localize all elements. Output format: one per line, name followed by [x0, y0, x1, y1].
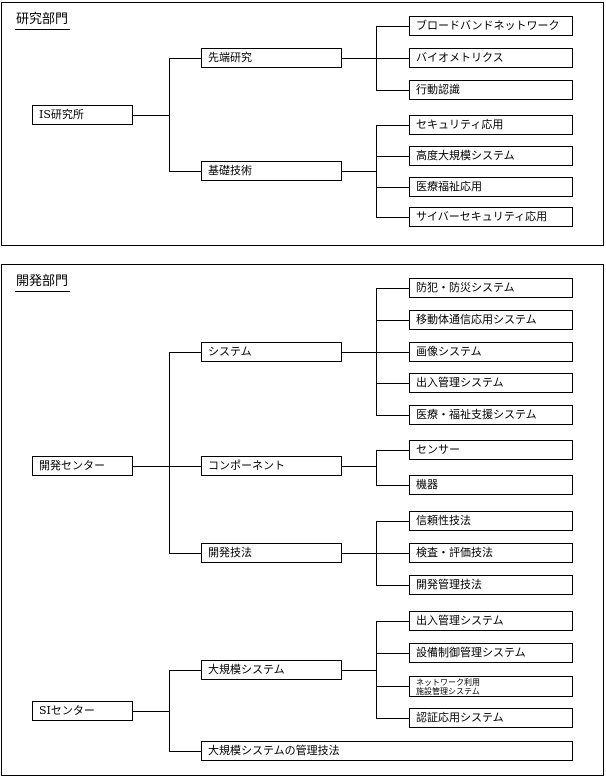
connector-line [376, 125, 409, 126]
leaf-node: ブロードバンドネットワーク [409, 16, 573, 36]
connector-line [376, 352, 409, 353]
development-division-title: 開発部門 [15, 274, 71, 292]
leaf-node: 設備制御管理システム [409, 643, 573, 663]
connector-line [376, 653, 409, 654]
connector-line [169, 352, 170, 553]
connector-line [376, 553, 409, 554]
group-node-basic-technology: 基礎技術 [201, 161, 342, 181]
connector-line [376, 320, 409, 321]
connector-line [169, 58, 170, 171]
connector-line [376, 621, 377, 718]
leaf-node: 高度大規模システム [409, 146, 573, 166]
connector-line [376, 383, 409, 384]
connector-line [169, 670, 170, 751]
leaf-node: 防犯・防災システム [409, 278, 573, 298]
leaf-node-line: 施設管理システム [416, 686, 480, 696]
connector-line [376, 187, 409, 188]
connector-line [169, 58, 201, 59]
leaf-node: 開発管理技法 [409, 575, 573, 595]
leaf-node: センサー [409, 440, 573, 460]
connector-line [376, 217, 409, 218]
leaf-node-two-line-text: ネットワーク利用施設管理システム [416, 678, 480, 696]
connector-line [376, 485, 409, 486]
connector-line [376, 156, 409, 157]
leaf-node: 移動体通信応用システム [409, 310, 573, 330]
connector-line [133, 711, 169, 712]
connector-line [376, 718, 409, 719]
group-node-component: コンポーネント [201, 456, 342, 476]
connector-line [342, 670, 376, 671]
connector-line [169, 670, 201, 671]
connector-line [342, 58, 376, 59]
connector-line [376, 90, 409, 91]
leaf-node: サイバーセキュリティ応用 [409, 207, 573, 227]
group-node-large-system-mgmt: 大規模システムの管理技法 [201, 741, 573, 761]
connector-line [376, 521, 409, 522]
connector-line [376, 686, 409, 687]
connector-line [169, 466, 201, 467]
leaf-node: 行動認識 [409, 80, 573, 100]
connector-line [342, 352, 376, 353]
leaf-node: 認証応用システム [409, 708, 573, 728]
connector-line [376, 125, 377, 217]
connector-line [376, 288, 377, 415]
group-node-large-system: 大規模システム [201, 660, 342, 680]
connector-line [342, 553, 376, 554]
group-node-system: システム [201, 342, 342, 362]
leaf-node: 検査・評価技法 [409, 543, 573, 563]
leaf-node: 機器 [409, 475, 573, 495]
group-node-dev-methods: 開発技法 [201, 543, 342, 563]
research-division-title: 研究部門 [15, 12, 71, 30]
connector-line [376, 288, 409, 289]
connector-line [342, 466, 376, 467]
connector-line [376, 415, 409, 416]
connector-line [376, 26, 409, 27]
leaf-node: 医療・福祉支援システム [409, 405, 573, 425]
leaf-node-two-line: ネットワーク利用施設管理システム [409, 676, 573, 697]
connector-line [169, 751, 201, 752]
connector-line [376, 58, 409, 59]
connector-line [169, 171, 201, 172]
connector-line [169, 352, 201, 353]
connector-line [376, 621, 409, 622]
root-node-dev-center: 開発センター [32, 456, 133, 476]
root-node-si-center: SIセンター [32, 701, 133, 721]
connector-line [376, 450, 409, 451]
connector-line [133, 115, 169, 116]
leaf-node: 画像システム [409, 342, 573, 362]
group-node-advanced-research: 先端研究 [201, 48, 342, 68]
leaf-node: 出入管理システム [409, 611, 573, 631]
leaf-node: バイオメトリクス [409, 48, 573, 68]
connector-line [376, 450, 377, 485]
leaf-node-line: ネットワーク利用 [416, 677, 480, 687]
connector-line [376, 585, 409, 586]
root-node-is-lab: IS研究所 [32, 105, 133, 125]
leaf-node: 医療福祉応用 [409, 177, 573, 197]
leaf-node: 信頼性技法 [409, 511, 573, 531]
leaf-node: セキュリティ応用 [409, 115, 573, 135]
connector-line [342, 171, 376, 172]
connector-line [133, 466, 169, 467]
connector-line [169, 553, 201, 554]
leaf-node: 出入管理システム [409, 373, 573, 393]
